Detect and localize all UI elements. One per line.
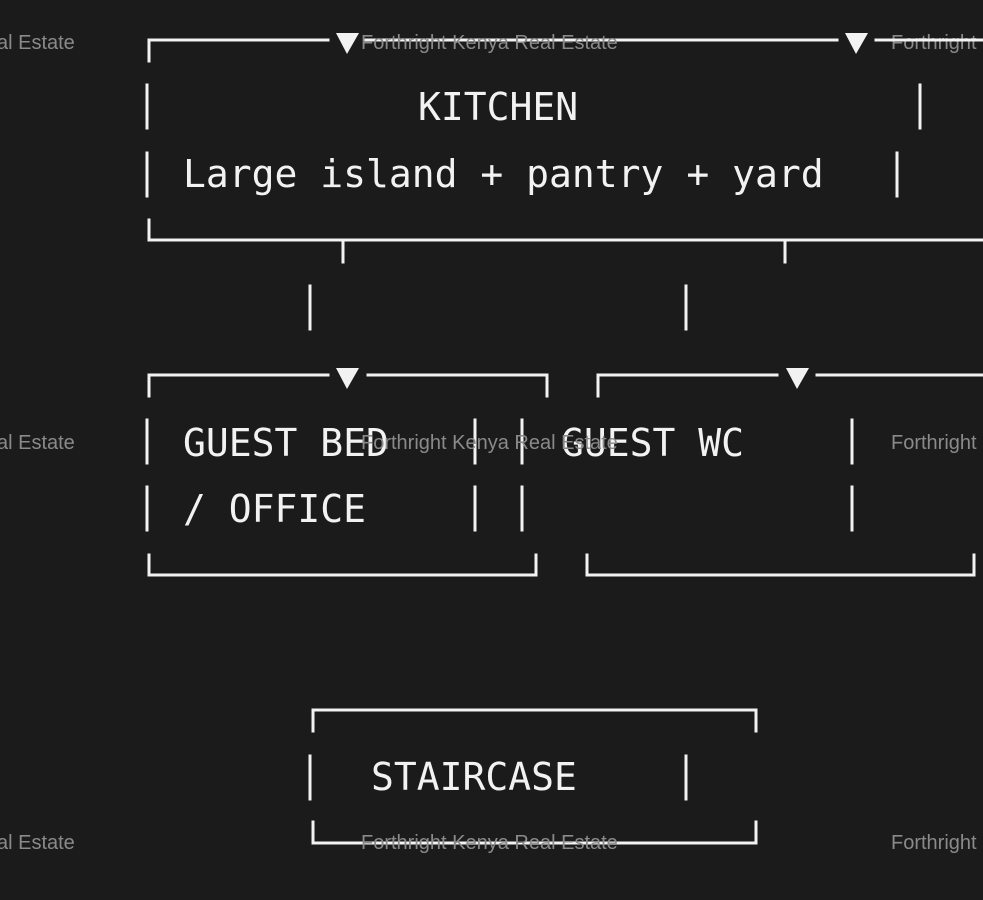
staircase-box-top: [311, 708, 758, 733]
guest-wc-arrow-icon: [786, 368, 809, 389]
kitchen-subtitle: Large island + pantry + yard: [183, 152, 824, 196]
watermark-center-bottom: Forthright Kenya Real Estate: [361, 832, 618, 854]
guest-wc-box-top: [596, 373, 779, 398]
staircase-title: STAIRCASE: [371, 755, 577, 799]
guest-wc-title: GUEST WC: [561, 421, 745, 465]
guest-bed-arrow-icon: [336, 368, 359, 389]
watermark-left-top: Forthright Kenya Real Estate: [0, 32, 75, 54]
kitchen-box-bottom: [147, 218, 983, 242]
guest-wc-box-bottom: [585, 553, 976, 577]
watermark-left-middle: Forthright Kenya Real Estate: [0, 432, 75, 454]
kitchen-box-top-left: [147, 38, 330, 63]
watermark-center-middle: Forthright Kenya Real Estate: [361, 432, 618, 454]
guest-bed-subtitle: / OFFICE: [183, 487, 367, 531]
guest-bed-box-bottom: [147, 553, 538, 577]
watermark-center-top: Forthright Kenya Real Estate: [361, 32, 618, 54]
kitchen-arrow-left-icon: [336, 33, 359, 54]
kitchen-title: KITCHEN: [418, 85, 579, 129]
guest-bed-box-top-right: [366, 373, 549, 398]
kitchen-arrow-right-icon: [845, 33, 868, 54]
watermark-left-bottom: Forthright Kenya Real Estate: [0, 832, 75, 854]
staircase-box-bottom: [311, 820, 758, 845]
guest-bed-box-top: [147, 373, 330, 398]
guest-bed-title: GUEST BED: [183, 421, 389, 465]
